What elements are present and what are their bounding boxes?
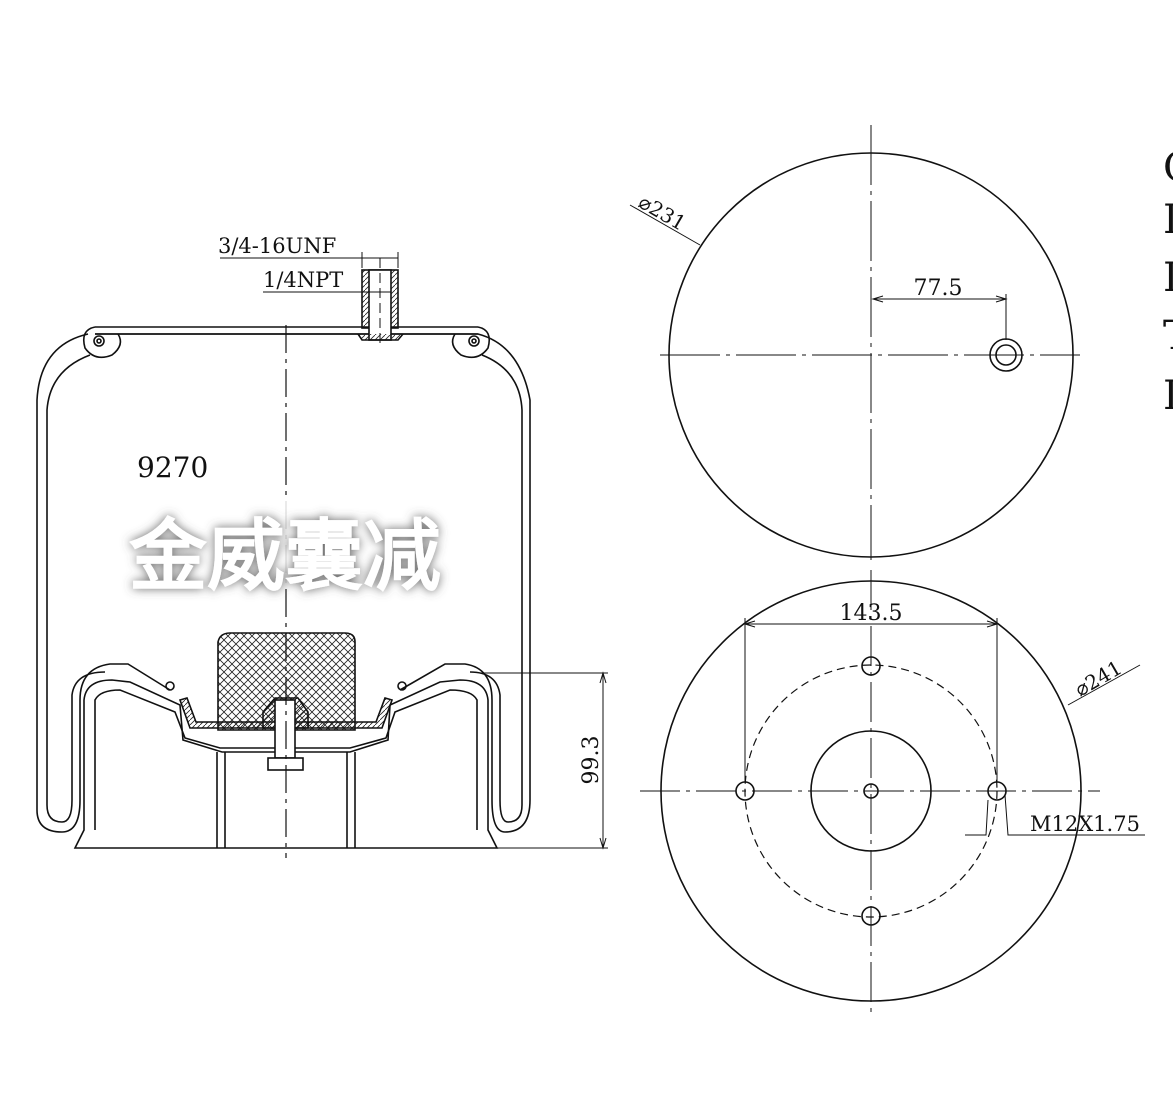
bolt-spacing-dimension: 143.5 bbox=[840, 601, 903, 626]
bolt-hole bbox=[861, 656, 881, 676]
top-diameter: ⌀231 bbox=[635, 190, 690, 236]
height-dimension: 99.3 bbox=[579, 736, 604, 785]
bellows-outer bbox=[95, 333, 531, 833]
model-number: 9270 bbox=[137, 451, 208, 484]
bolt-hole bbox=[861, 906, 881, 926]
edge-letter: C bbox=[1163, 148, 1173, 188]
side-view bbox=[36, 252, 608, 858]
watermark: 金威囊减 bbox=[128, 512, 441, 602]
piston bbox=[73, 679, 499, 849]
bottom-view bbox=[640, 570, 1145, 1012]
thread-label-npt: 1/4NPT bbox=[263, 268, 343, 292]
port-offset-dimension: 77.5 bbox=[914, 276, 963, 301]
thread-label-unf: 3/4-16UNF bbox=[218, 234, 336, 258]
bottom-diameter: ⌀241 bbox=[1071, 655, 1126, 701]
edge-letter: I bbox=[1163, 373, 1173, 419]
edge-letter: I bbox=[1163, 255, 1173, 301]
bolt-thread-label: M12X1.75 bbox=[1030, 812, 1140, 836]
edge-letter: I bbox=[1163, 197, 1173, 243]
top-view bbox=[629, 125, 1080, 560]
edge-letter: T bbox=[1163, 316, 1173, 356]
